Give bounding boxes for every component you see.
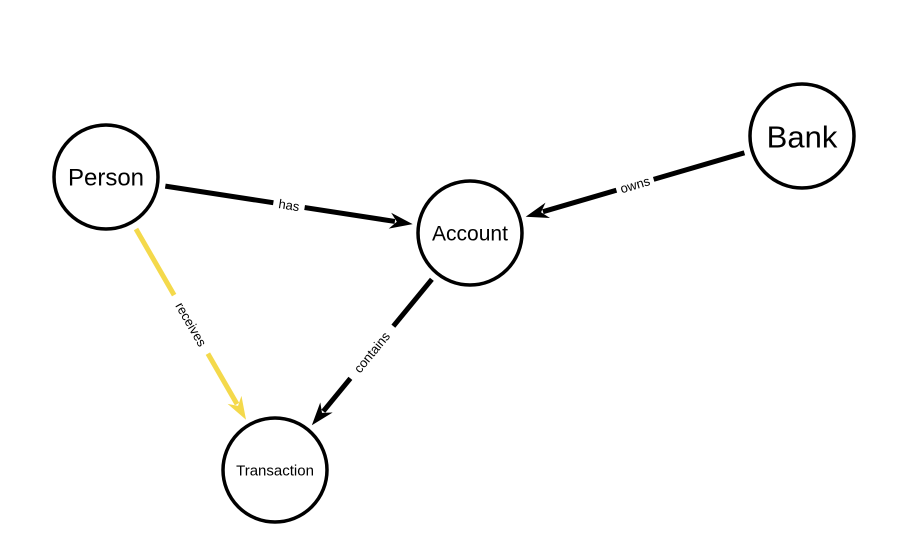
edge-label: has: [277, 196, 300, 214]
node-bank[interactable]: Bank: [748, 82, 856, 190]
node-label: Account: [432, 223, 508, 246]
edge-receives[interactable]: receives: [133, 227, 247, 420]
arrowhead-icon: [311, 402, 333, 426]
node-circle: [221, 416, 329, 524]
arrowhead-icon: [227, 395, 247, 420]
node-label: Bank: [767, 120, 838, 155]
node-transaction[interactable]: Transaction: [221, 416, 329, 524]
arrowhead-icon: [388, 212, 413, 229]
node-circle: [416, 179, 524, 287]
edge-contains[interactable]: contains: [311, 277, 434, 426]
node-circle: [748, 82, 856, 190]
edge-label: contains: [351, 328, 394, 375]
node-circle: [52, 123, 160, 231]
edge-label-background: [613, 170, 657, 199]
node-label: Person: [68, 165, 144, 192]
arrowhead-icon: [525, 202, 550, 218]
edge-label-background: [272, 193, 306, 217]
edge-owns[interactable]: owns: [525, 150, 746, 218]
edge-label-background: [166, 290, 216, 359]
edge-label-background: [343, 320, 401, 385]
edge-has[interactable]: has: [164, 183, 413, 229]
node-account[interactable]: Account: [416, 179, 524, 287]
node-label: Transaction: [236, 463, 314, 480]
node-person[interactable]: Person: [52, 123, 160, 231]
